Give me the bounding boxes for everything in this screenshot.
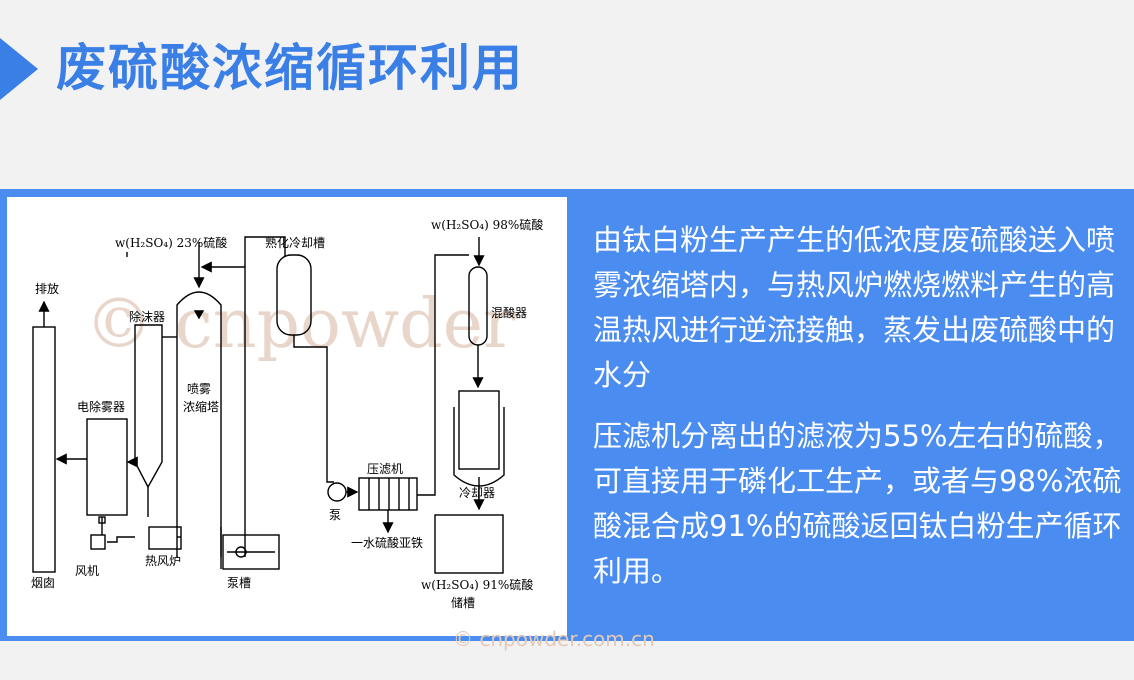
cooler-shape: [458, 390, 500, 470]
pump-tank-shape: [222, 534, 280, 570]
esp-shape: [86, 418, 128, 516]
label-aging-tank: 熟化冷却槽: [265, 235, 325, 250]
label-product-acid: w(H₂SO₄) 91%硫酸: [421, 577, 533, 592]
fan-shape: [90, 534, 106, 550]
label-tower-1: 喷雾: [187, 382, 211, 396]
label-filter-press: 压滤机: [367, 462, 403, 476]
label-pump-tank: 泵槽: [227, 576, 251, 590]
chimney-shape: [32, 326, 56, 573]
description-text: 由钛白粉生产产生的低浓度废硫酸送入喷雾浓缩塔内，与热风炉燃烧燃料产生的高温热风进…: [593, 218, 1128, 610]
process-diagram: © cnpowder: [7, 197, 567, 636]
label-hot-air-furnace: 热风炉: [145, 554, 181, 568]
label-cooler: 冷却器: [459, 486, 495, 500]
label-mixer: 混酸器: [491, 305, 527, 320]
tower-shape: [176, 291, 222, 557]
label-demister: 除沫器: [129, 309, 165, 324]
page-title: 废硫酸浓缩循环利用: [56, 39, 524, 97]
pump-shape: [327, 482, 347, 502]
label-conc-acid: w(H₂SO₄) 98%硫酸: [431, 217, 543, 232]
label-ferrous-sulfate: 一水硫酸亚铁: [351, 535, 423, 550]
label-tower-2: 浓缩塔: [183, 399, 219, 414]
storage-tank-shape: [434, 514, 504, 574]
label-feed-acid: w(H₂SO₄) 23%硫酸: [115, 235, 227, 250]
furnace-shape: [148, 526, 182, 550]
paragraph-2: 压滤机分离出的滤液为55%左右的硫酸，可直接用于磷化工生产，或者与98%浓硫酸混…: [593, 419, 1122, 588]
footer-watermark: © cnpowder.com.cn: [453, 627, 655, 651]
label-esp: 电除雾器: [77, 399, 125, 414]
label-storage-tank: 储槽: [451, 595, 475, 610]
label-chimney: 烟囱: [31, 576, 55, 590]
demister-shape: [134, 324, 163, 489]
paragraph-1: 由钛白粉生产产生的低浓度废硫酸送入喷雾浓缩塔内，与热风炉燃烧燃料产生的高温热风进…: [593, 223, 1116, 392]
label-vent: 排放: [35, 281, 59, 296]
title-arrow-icon: [0, 38, 38, 100]
process-flow-svg: © cnpowder: [31, 217, 543, 610]
label-fan: 风机: [75, 564, 99, 578]
label-pump: 泵: [329, 508, 341, 522]
